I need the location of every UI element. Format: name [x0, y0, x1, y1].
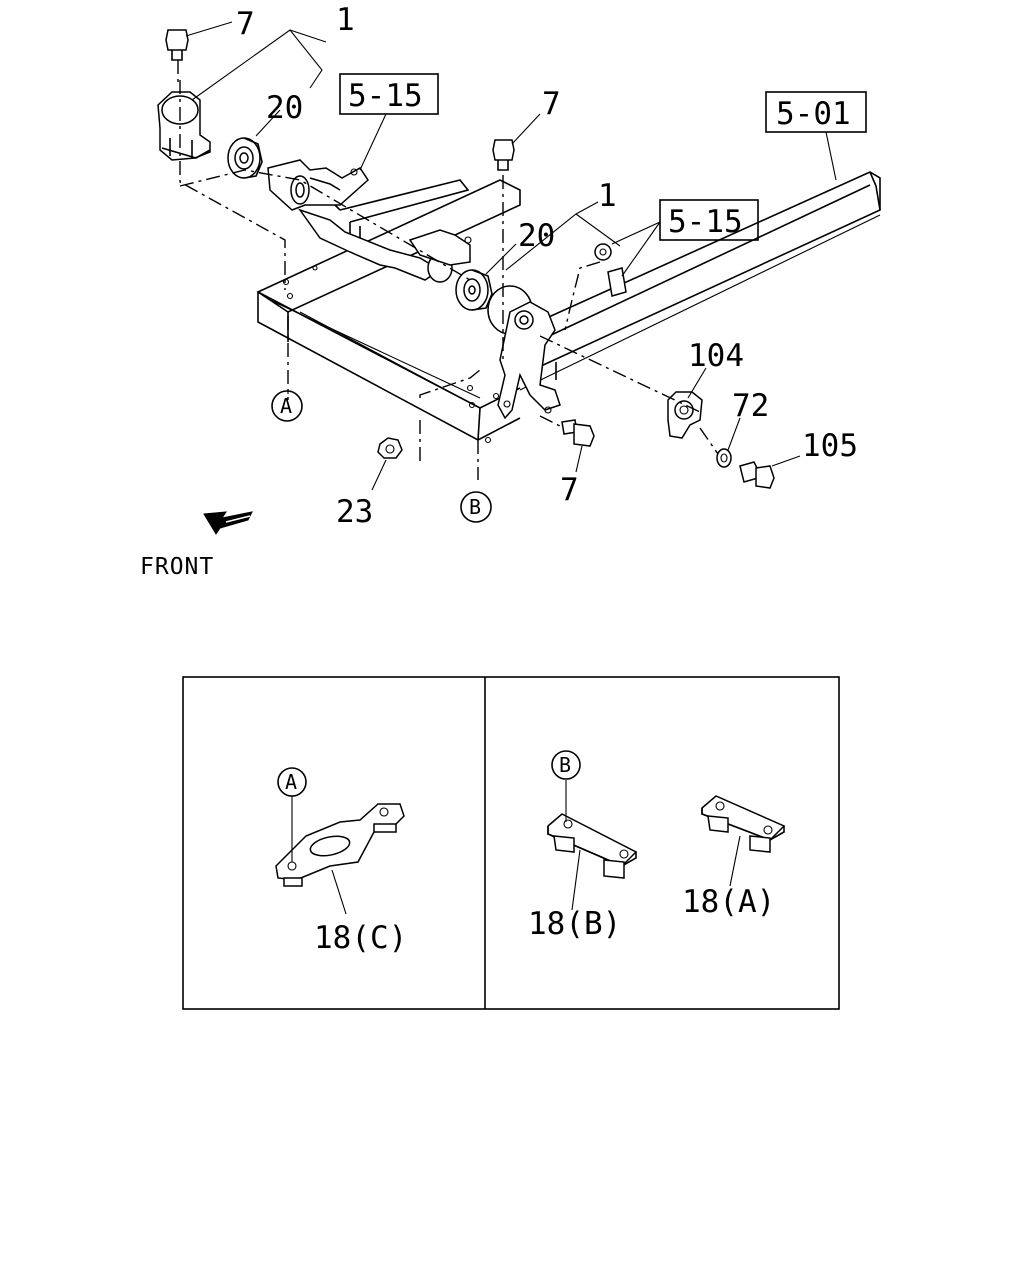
callout-nut-23: 23	[336, 494, 373, 530]
ref-box-5-01	[765, 91, 867, 133]
callout-bracket-104: 104	[688, 338, 744, 374]
alignment-guides	[179, 80, 719, 480]
bracket-104	[667, 391, 703, 439]
svg-text:A: A	[280, 394, 292, 418]
marker-b-detail: B	[551, 750, 581, 780]
plate-18b	[547, 780, 638, 911]
label-plate-18c: 18(C)	[314, 920, 407, 956]
rubber-mount-center	[487, 285, 561, 420]
bushing-center	[455, 269, 493, 311]
svg-text:B: B	[469, 495, 481, 519]
rubber-mount-left	[157, 91, 211, 161]
callout-ref-5-15-right: 5-15	[668, 204, 743, 240]
ref-box-5-15-top	[339, 73, 439, 115]
marker-a-main: A	[271, 390, 303, 422]
callout-washer-72: 72	[732, 388, 769, 424]
plate-18c	[275, 796, 405, 915]
detail-panel	[182, 676, 840, 1010]
nut-23	[377, 437, 403, 459]
label-plate-18a: 18(A)	[682, 884, 775, 920]
callout-ref-5-01: 5-01	[776, 96, 851, 132]
label-plate-18b: 18(B)	[528, 906, 621, 942]
callout-bushing-left: 20	[266, 90, 303, 126]
side-rail	[519, 171, 881, 391]
ref-box-5-15-right	[659, 199, 759, 241]
left-shaft	[267, 159, 472, 283]
callout-bushing-center: 20	[518, 218, 555, 254]
marker-a-detail: A	[277, 767, 307, 797]
front-label: FRONT	[140, 554, 214, 580]
bolt-top-left	[165, 29, 189, 82]
bolt-bottom	[539, 415, 595, 447]
callout-mount-center: 1	[598, 178, 617, 214]
bushing-left	[227, 137, 263, 179]
washer-72	[716, 448, 732, 468]
callout-bolt-top-left: 7	[236, 6, 255, 42]
callout-mount-top-left: 1	[336, 2, 355, 38]
callout-ref-5-15-top: 5-15	[348, 78, 423, 114]
plate-18a	[701, 795, 786, 887]
callout-bolt-bottom: 7	[560, 472, 579, 508]
leader-lines	[185, 21, 837, 491]
marker-b-main: B	[460, 491, 492, 523]
bolt-105	[739, 461, 775, 489]
callout-bolt-top-center: 7	[542, 86, 561, 122]
front-arrow-icon	[203, 511, 253, 535]
callout-bolt-105: 105	[802, 428, 858, 464]
small-bolt-nut-right	[564, 243, 627, 331]
bolt-top-center	[492, 139, 515, 360]
crossmember	[256, 179, 521, 444]
svg-text:B: B	[559, 753, 571, 777]
svg-text:A: A	[285, 770, 297, 794]
